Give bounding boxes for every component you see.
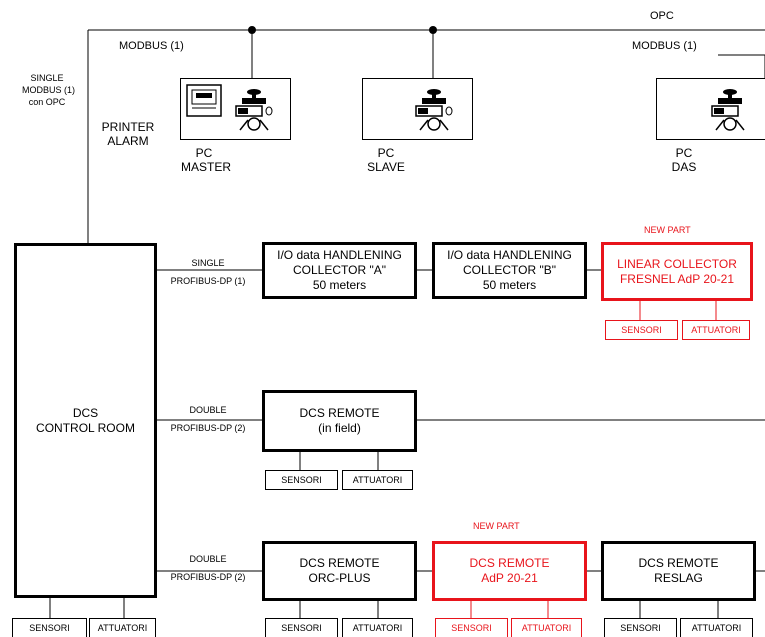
workstation-icon [415,89,453,131]
modbus-right-label: MODBUS (1) [632,40,697,52]
modbus-left-label: MODBUS (1) [119,40,184,52]
linear-attuatori: ATTUATORI [682,320,750,340]
opc-label: OPC [650,10,674,22]
collector-a-box: I/O data HANDLENING COLLECTOR "A" 50 met… [262,242,417,299]
workstation-icon [235,89,273,131]
control-room-sensori: SENSORI [12,618,87,637]
single-modbus-label: SINGLE MODBUS (1) con OPC [22,73,76,107]
pc-master-label: PC MASTER [181,146,232,174]
reslag-attuatori: ATTUATORI [680,618,753,637]
dcs-control-room: DCS CONTROL ROOM [14,243,157,598]
printer-alarm-label: PRINTER ALARM [96,120,160,148]
adp-attuatori: ATTUATORI [511,618,582,637]
bus-label-row1: SINGLE PROFIBUS-DP (1) [170,258,246,286]
dcs-remote-orc-box: DCS REMOTE ORC-PLUS [262,541,417,601]
pc-slave-label: PC SLAVE [364,146,408,174]
bus-label-row3: DOUBLE PROFIBUS-DP (2) [170,554,246,582]
collector-b-box: I/O data HANDLENING COLLECTOR "B" 50 met… [432,242,587,299]
new-part-label-row1: NEW PART [644,225,691,235]
workstation-icon [711,89,745,131]
field-attuatori: ATTUATORI [342,470,413,490]
orc-sensori: SENSORI [265,618,338,637]
control-room-attuatori: ATTUATORI [89,618,156,637]
printer-icon [186,84,222,117]
dcs-remote-adp-box: DCS REMOTE AdP 20-21 [432,541,587,601]
orc-attuatori: ATTUATORI [342,618,413,637]
pc-das-station [656,78,765,140]
linear-sensori: SENSORI [605,320,678,340]
bus-junction-master [248,26,256,34]
bus-label-row2: DOUBLE PROFIBUS-DP (2) [170,405,246,433]
pc-das-label: PC DAS [664,146,704,174]
new-part-label-row3: NEW PART [473,521,520,531]
dcs-remote-field-box: DCS REMOTE (in field) [262,390,417,452]
linear-collector-box: LINEAR COLLECTOR FRESNEL AdP 20-21 [601,242,753,301]
adp-sensori: SENSORI [435,618,508,637]
reslag-sensori: SENSORI [604,618,677,637]
bus-junction-slave [429,26,437,34]
field-sensori: SENSORI [265,470,338,490]
dcs-remote-reslag-box: DCS REMOTE RESLAG [601,541,756,601]
